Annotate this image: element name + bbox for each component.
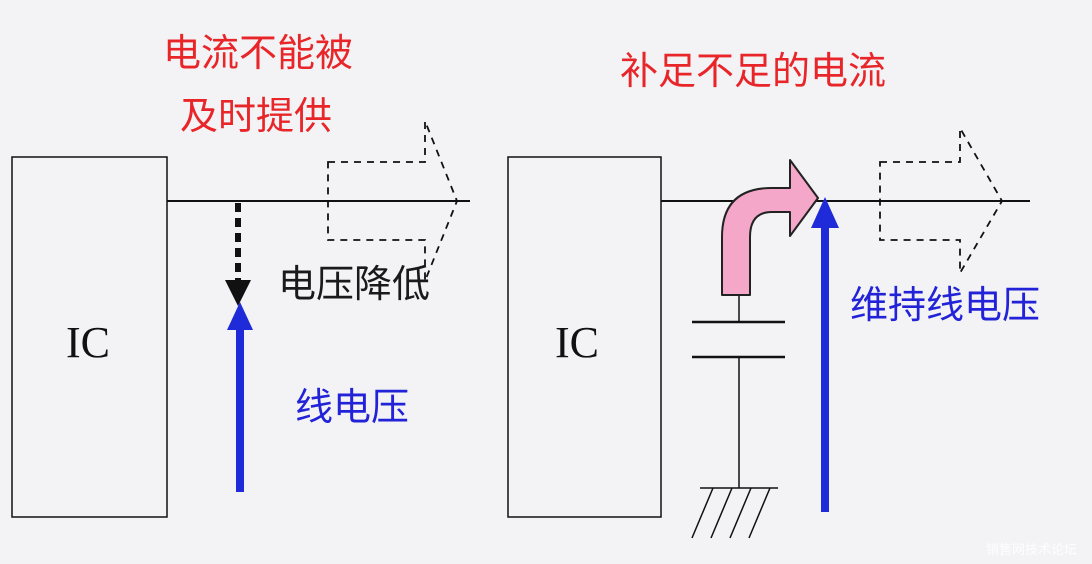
ground-symbol <box>691 487 778 539</box>
left-line-voltage-label: 线电压 <box>295 385 410 429</box>
watermark: 销售网技术论坛 <box>986 543 1078 558</box>
pink-supply-current-arrow <box>721 159 819 296</box>
left-dotted-drop-arrow-head <box>225 280 251 306</box>
right-ic-label: IC <box>555 318 599 367</box>
right-dashed-current-arrow <box>879 124 1004 277</box>
left-ic-box <box>11 156 168 518</box>
left-ic-label: IC <box>66 318 110 367</box>
right-voltage-arrow-head <box>811 197 839 228</box>
left-voltage-arrow-head <box>227 302 253 330</box>
left-dashed-current-arrow <box>327 120 458 282</box>
voltage-drop-label: 电压降低 <box>278 262 431 306</box>
maintain-voltage-label: 维持线电压 <box>850 283 1041 327</box>
left-title-line2: 及时提供 <box>180 94 333 138</box>
right-ic-box <box>507 156 662 518</box>
right-title: 补足不足的电流 <box>620 49 887 93</box>
left-title-line1: 电流不能被 <box>163 31 354 75</box>
